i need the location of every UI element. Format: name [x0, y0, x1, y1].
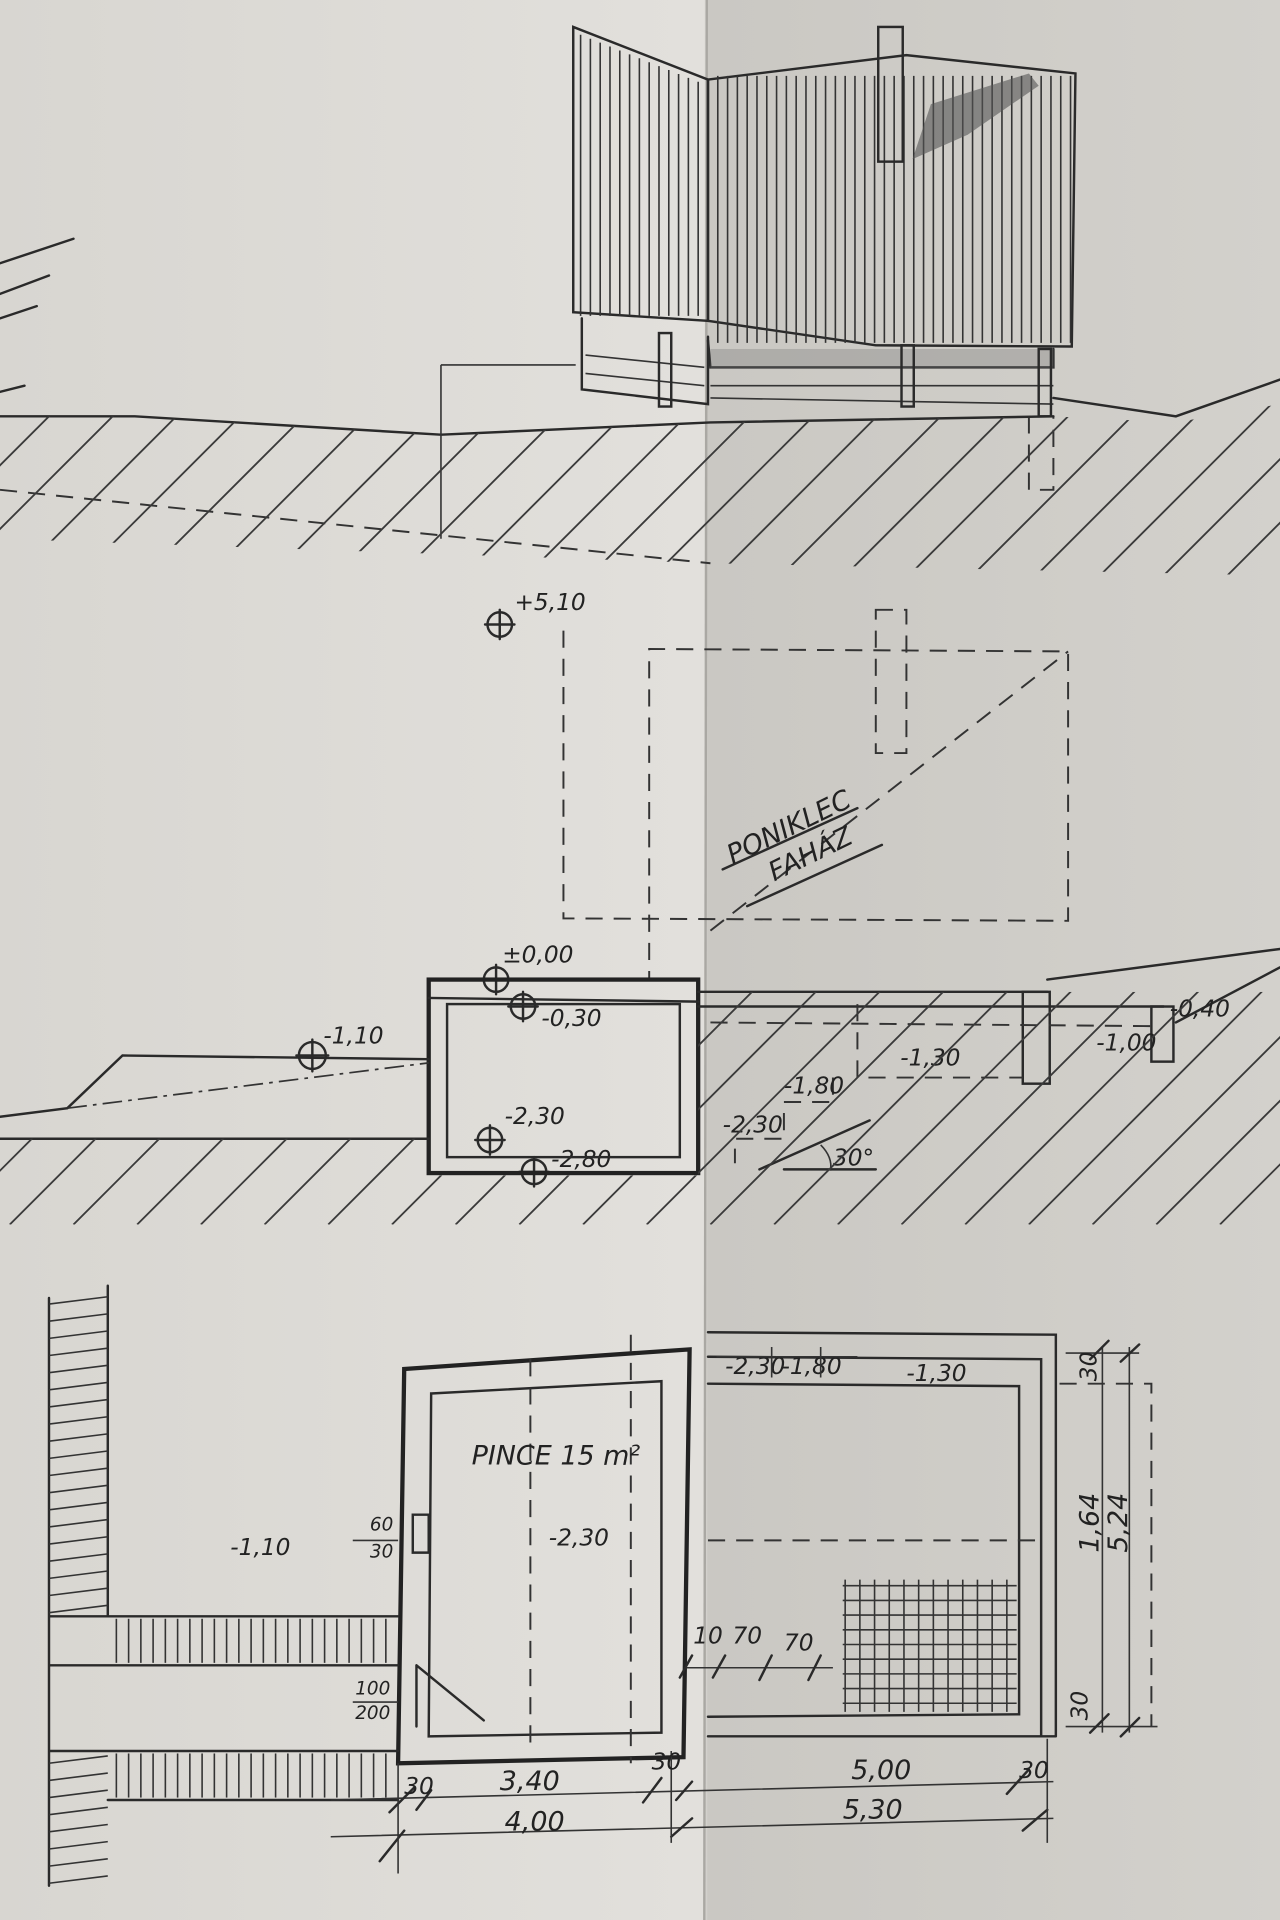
hatch-line	[768, 404, 954, 576]
wall-hatch	[48, 1587, 108, 1597]
dim-step-2: 70	[732, 1622, 762, 1649]
hatch-line	[582, 991, 829, 1225]
dim-step-1: 10	[693, 1622, 723, 1649]
wall-hatch	[48, 1772, 108, 1782]
hatch-line	[1214, 404, 1280, 576]
wall-hatch	[48, 1364, 108, 1374]
hatch-line	[1091, 991, 1280, 1225]
cabin-elevation	[572, 25, 1077, 491]
level-right-top: -0,40	[1170, 995, 1230, 1022]
dim-total-right: 5,30	[843, 1794, 903, 1825]
hatch-line	[0, 404, 126, 576]
wall-hatch	[48, 1313, 108, 1323]
wall-hatch	[48, 1857, 108, 1867]
hatch-line	[513, 404, 699, 576]
wall-hatch	[48, 1450, 108, 1460]
level-step3: -2,30	[723, 1112, 783, 1139]
level-footing: -2,80	[551, 1146, 611, 1173]
angle-label: 30°	[833, 1145, 874, 1172]
wall-hatch	[48, 1789, 108, 1799]
level-top: +5,10	[514, 589, 585, 616]
wall-hatch	[48, 1570, 108, 1580]
hatch-line	[1028, 991, 1275, 1225]
wall-hatch	[48, 1518, 108, 1528]
wall-hatch	[48, 1484, 108, 1494]
wall-hatch	[48, 1535, 108, 1545]
hatch-line	[704, 404, 890, 576]
cellar-floor-plan: PINCE 15 m² -2,30 -1,10 -2,30 -1,80 -1,3…	[47, 1284, 1153, 1887]
dim-bottom-2: 3,40	[500, 1766, 560, 1797]
hatch-line	[1023, 404, 1209, 576]
wall-hatch	[48, 1755, 108, 1765]
level-cellar: -2,30	[505, 1103, 565, 1130]
hatch-line	[577, 404, 763, 576]
wall-hatch	[48, 1501, 108, 1511]
wall-hatch	[48, 1840, 108, 1850]
wall-hatch	[48, 1381, 108, 1391]
hatch-line	[959, 404, 1145, 576]
dim-bottom-1: 30	[404, 1773, 434, 1800]
wall-hatch	[48, 1875, 108, 1885]
dimension-lines: 30 3,40 30 5,00 30 4,00 5,30 30 1,64 5,2…	[330, 1339, 1158, 1874]
hatch-line	[895, 404, 1081, 576]
wall-hatch	[48, 1330, 108, 1340]
plan-top-c: -1,30	[906, 1360, 966, 1387]
wall-hatch	[48, 1415, 108, 1425]
wall-hatch	[48, 1433, 108, 1443]
dim-right-1: 30	[1075, 1352, 1102, 1382]
hatch-line	[646, 991, 893, 1225]
door-b: 200	[355, 1703, 390, 1724]
hatch-line	[900, 991, 1148, 1225]
level-step2: -1,80	[784, 1072, 844, 1099]
hatch-line	[964, 991, 1211, 1225]
wall-hatch	[48, 1295, 108, 1305]
hatch-line	[832, 404, 1018, 576]
door-a: 100	[355, 1679, 390, 1700]
wall-hatch	[48, 1398, 108, 1408]
dim-total-left: 4,00	[505, 1807, 565, 1838]
level-markers-section: +5,10 ±0,00 -0,30 -1,10 -2,30 -2,80	[295, 589, 611, 1188]
hatch-line	[1150, 404, 1280, 576]
wall-hatch	[48, 1347, 108, 1357]
wall-hatch	[48, 1806, 108, 1816]
hatch-line	[837, 991, 1084, 1225]
plan-level-cellar: -2,30	[549, 1524, 609, 1551]
hatch-line	[1155, 991, 1280, 1225]
plan-level-outside: -1,10	[230, 1534, 290, 1561]
dim-bottom-3: 30	[652, 1748, 682, 1775]
level-ground-left: -1,10	[323, 1022, 383, 1049]
dim-step-3: 70	[784, 1630, 814, 1657]
hatch-line	[641, 404, 827, 576]
hatch-line	[709, 991, 957, 1225]
dim-right-3: 5,24	[1103, 1493, 1134, 1553]
opening-b: 30	[370, 1542, 393, 1563]
wall-hatch	[48, 1467, 108, 1477]
hatch-line	[1219, 991, 1280, 1225]
wall-hatch	[48, 1823, 108, 1833]
dim-bottom-5: 30	[1019, 1757, 1049, 1784]
hatch-line	[1087, 404, 1273, 576]
dim-bottom-4: 5,00	[851, 1755, 911, 1786]
level-floor: -0,30	[541, 1005, 601, 1032]
dim-right-4: 30	[1067, 1691, 1094, 1721]
wall-hatch	[48, 1553, 108, 1563]
opening-a: 60	[370, 1515, 393, 1536]
hatch-line	[0, 404, 62, 576]
hatch-line	[773, 991, 1020, 1225]
room-label: PINCE 15 m²	[472, 1440, 641, 1471]
level-zero: ±0,00	[502, 941, 573, 968]
wall-hatch	[48, 1604, 108, 1614]
dim-right-2: 1,64	[1075, 1493, 1106, 1553]
